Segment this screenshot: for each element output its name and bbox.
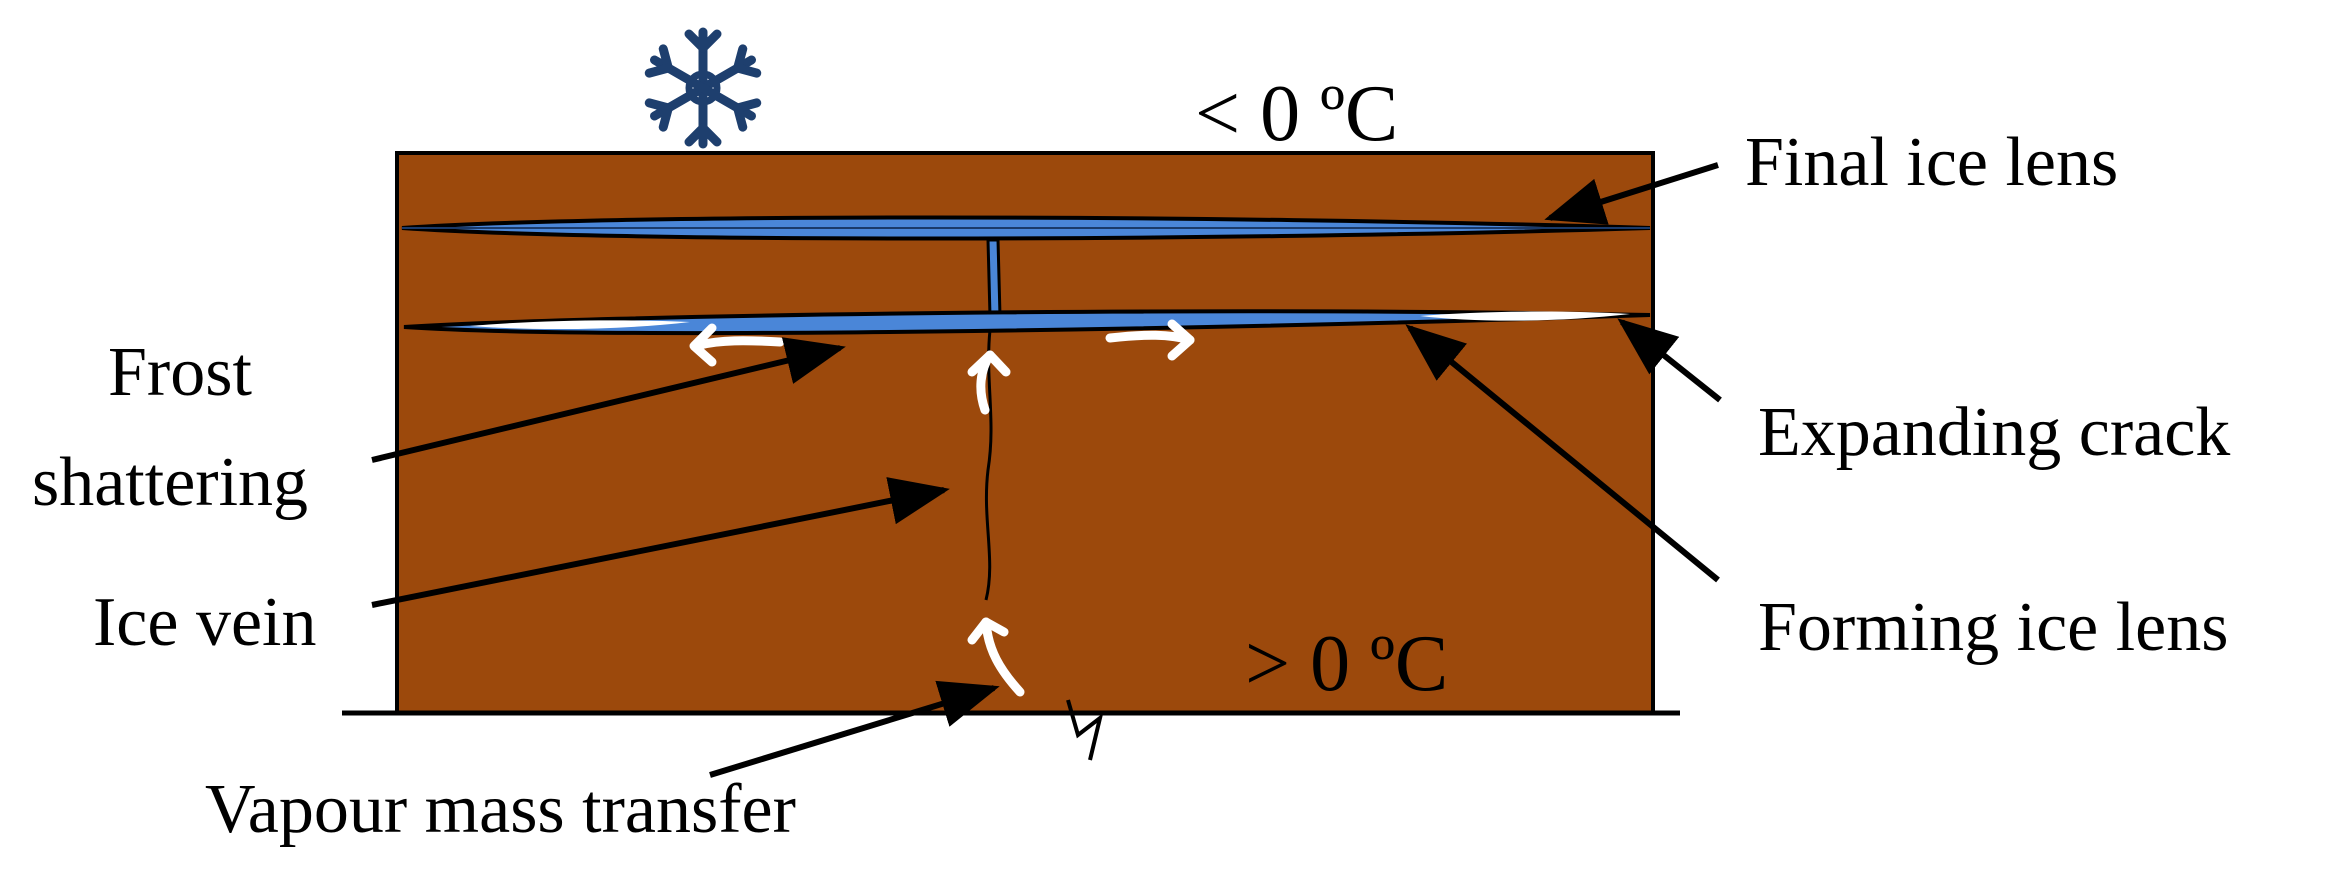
label-vapour-mass-transfer: Vapour mass transfer xyxy=(205,771,796,848)
soil-block xyxy=(395,151,1655,715)
snowflake-icon xyxy=(644,27,762,149)
label-expanding-crack: Expanding crack xyxy=(1758,394,2230,471)
label-forming-ice-lens: Forming ice lens xyxy=(1758,589,2228,666)
expanding-crack-left xyxy=(470,320,690,330)
label-final-ice-lens: Final ice lens xyxy=(1745,124,2118,201)
arrow-frost-shattering xyxy=(371,337,846,463)
temp-top: < 0 ºC xyxy=(1195,70,1398,158)
pointer-arrows xyxy=(371,162,1722,778)
ice-vein xyxy=(984,329,993,601)
expanding-crack-right xyxy=(1420,311,1630,321)
arrow-final-ice-lens xyxy=(1544,162,1719,225)
ice-vein-upper xyxy=(986,238,1002,318)
label-ice-vein: Ice vein xyxy=(93,584,316,661)
label-frost-shattering-line2: shattering xyxy=(32,444,308,521)
arrow-ice-vein xyxy=(371,477,950,608)
arrow-vapour-mass-transfer xyxy=(709,680,1000,778)
ground-crack-mark xyxy=(1066,699,1104,761)
arrow-expanding-crack xyxy=(1617,318,1722,403)
flow-arrows xyxy=(689,319,1195,697)
temp-bottom: > 0 ºC xyxy=(1245,620,1448,708)
arrow-forming-ice-lens xyxy=(1405,324,1720,583)
label-frost-shattering-line1: Frost xyxy=(108,334,252,411)
